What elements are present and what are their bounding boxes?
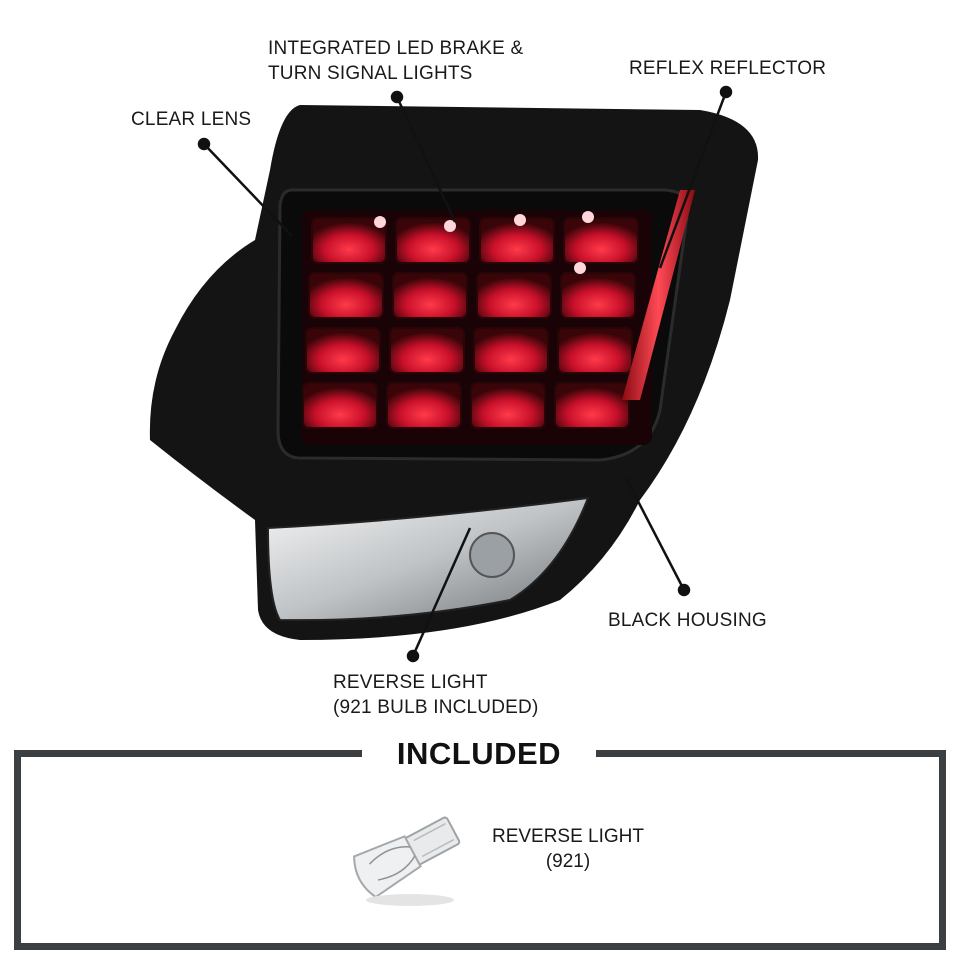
led-cell: [386, 382, 462, 429]
led-emitter: [574, 262, 586, 274]
led-cell: [554, 382, 630, 429]
led-cell: [311, 217, 387, 264]
callout-black-housing: BLACK HOUSING: [608, 610, 767, 631]
led-cell: [563, 217, 639, 264]
led-cell: [557, 327, 633, 374]
led-cell: [302, 382, 378, 429]
reflex-reflector-strip: [622, 190, 695, 400]
callout-line-reflector: [658, 91, 728, 269]
clear-lens-lower: [266, 496, 590, 622]
included-frame: [14, 750, 946, 950]
included-item-line1: REVERSE LIGHT: [491, 826, 645, 847]
led-emitter: [514, 214, 526, 226]
led-cell: [389, 327, 465, 374]
callout-line-led: [395, 96, 457, 223]
included-item-line2: (921): [545, 851, 591, 872]
included-item-label: REVERSE LIGHT (921): [488, 824, 648, 874]
callout-integrated-led: INTEGRATED LED BRAKE & TURN SIGNAL LIGHT…: [268, 36, 523, 86]
wedge-bulb-icon: [353, 816, 461, 906]
led-emitter: [374, 216, 386, 228]
reverse-bulb-socket: [469, 532, 515, 578]
callout-line-reverse: [411, 527, 472, 657]
led-cell: [560, 272, 636, 319]
led-emitter: [582, 211, 594, 223]
led-cell: [392, 272, 468, 319]
callout-integrated-led-line2: TURN SIGNAL LIGHTS: [268, 63, 473, 84]
led-cell: [473, 327, 549, 374]
led-emitter: [444, 220, 456, 232]
callout-dot-led: [390, 90, 404, 104]
led-cell: [395, 217, 471, 264]
callout-line-clear-lens: [203, 143, 293, 237]
led-cell: [305, 327, 381, 374]
callout-dot-reflector: [719, 85, 733, 99]
callout-reverse-light: REVERSE LIGHT (921 BULB INCLUDED): [333, 670, 538, 720]
callout-dot-reverse: [406, 649, 420, 663]
callout-reverse-light-line2: (921 BULB INCLUDED): [333, 697, 539, 718]
callout-line-housing: [624, 477, 686, 591]
callout-dot-housing: [677, 583, 691, 597]
led-cell: [476, 272, 552, 319]
callout-reflex-reflector: REFLEX REFLECTOR: [629, 58, 827, 79]
callout-clear-lens: CLEAR LENS: [131, 109, 252, 130]
callout-integrated-led-line1: INTEGRATED LED BRAKE &: [268, 38, 524, 59]
included-title: INCLUDED: [362, 734, 596, 774]
tail-light-illustration: [149, 85, 759, 663]
callout-dot-clear-lens: [197, 137, 211, 151]
led-cell: [470, 382, 546, 429]
callout-reverse-light-line1: REVERSE LIGHT: [333, 672, 488, 693]
led-cell: [308, 272, 384, 319]
